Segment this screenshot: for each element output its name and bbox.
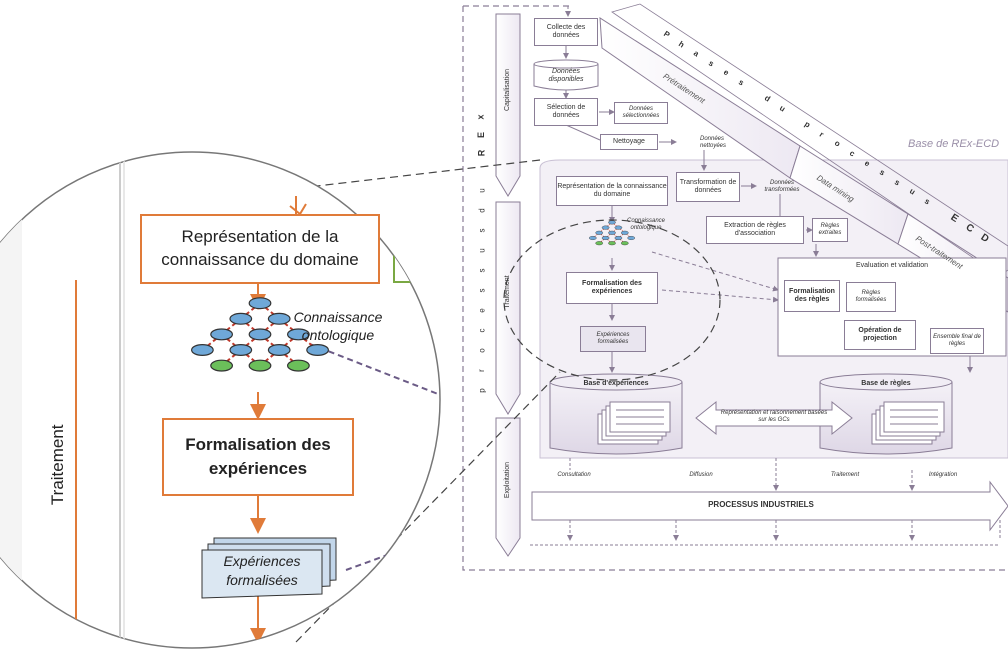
connaissance-ontologique-label: Connaissance ontologique: [626, 218, 666, 231]
base-experiences-label: Base d'expériences: [583, 380, 649, 387]
selection-box: Sélection de données: [534, 98, 598, 126]
proc-letter-5: s: [477, 288, 487, 293]
representation-box: Représentation de la connaissance du dom…: [556, 176, 668, 206]
proc-letter-10: u: [477, 188, 487, 193]
rex-letter-1: E: [476, 131, 487, 139]
ontology-zoom-icon: [190, 297, 330, 372]
proc-letter-9: d: [477, 208, 487, 213]
proc-letter-8: s: [477, 228, 487, 233]
base-rex-label: Base de REx-ECD: [908, 138, 1000, 150]
zoom-representation-text: Représentation de la connaissance du dom…: [161, 227, 359, 269]
regles-document-stack: [871, 401, 945, 445]
transformation-box: Transformation de données: [676, 172, 740, 202]
donnees-disponibles-label: Données disponibles: [548, 68, 584, 84]
base-regles-label: Base de règles: [861, 380, 911, 387]
experiences-formalisees-stack: [201, 537, 337, 599]
rex-letter-2: x: [475, 114, 486, 120]
capitalisation-arrow: [495, 13, 521, 197]
zoom-representation-box: Représentation de la connaissance du dom…: [140, 214, 380, 284]
proc-letter-4: e: [477, 308, 487, 313]
traitement-bottom-label: Traitement: [830, 472, 860, 478]
proc-letter-3: c: [477, 328, 487, 333]
donnees-nettoyees-label: Données nettoyées: [700, 136, 727, 149]
operation-projection-box: Opération de projection: [844, 320, 916, 350]
consultation-label: Consultation: [557, 472, 591, 478]
rex-letter-0: R: [476, 149, 487, 157]
exploitation-label: Exploitation: [503, 461, 511, 499]
proc-letter-2: o: [477, 348, 487, 353]
collecte-box: Collecte des données: [534, 18, 598, 46]
ensemble-final-box: Ensemble final de règles: [930, 328, 984, 354]
regles-extraites-box: Règles extraites: [812, 218, 848, 242]
zoom-formalisation-text: Formalisation des expériences: [185, 435, 331, 478]
donnees-transformees-label: Données transformées: [764, 180, 800, 193]
zoom-source-circle: [503, 219, 721, 381]
outer-dashed-frame: [462, 6, 1005, 571]
donnees-selectionnees-box: Données sélectionnées: [614, 102, 668, 124]
representation-raisonnement-label: Représentation et raisonnement basées su…: [720, 410, 828, 423]
double-arrow: [695, 400, 853, 436]
integration-label: Intégration: [928, 472, 958, 478]
traitement-arrow: [495, 201, 521, 415]
exploitation-arrow: [495, 417, 521, 557]
regles-formalisees-box: Règles formalisées: [846, 282, 896, 312]
zoom-traitement-label: Traitement: [48, 424, 68, 506]
processus-industriels-arrow: [531, 480, 1008, 532]
nettoyage-box: Nettoyage: [600, 134, 658, 150]
experiences-document-stack: [597, 401, 671, 445]
proc-letter-6: s: [477, 268, 487, 273]
zoom-experiences-formalisees: Expériences formalisées: [223, 553, 301, 588]
formalisation-regles-box: Formalisation des règles: [784, 280, 840, 312]
formalisation-experiences-box: Formalisation des expériences: [566, 272, 658, 304]
proc-letter-1: r: [476, 369, 486, 372]
proc-letter-0: p: [477, 388, 487, 393]
proc-letter-7: u: [477, 248, 487, 253]
traitement-label: Traitement: [503, 275, 511, 309]
zoom-formalisation-box: Formalisation des expériences: [162, 418, 354, 496]
zoom-connaissance-ontologique: Connaissance ontologique: [293, 309, 383, 344]
experiences-formalisees-box-small: Expériences formalisées: [580, 326, 646, 352]
ontology-mini-icon: [589, 220, 636, 246]
evaluation-label: Evaluation et validation: [856, 262, 928, 269]
extraction-box: Extraction de règles d'association: [706, 216, 804, 244]
diffusion-label: Diffusion: [689, 472, 713, 478]
processus-industriels-label: PROCESSUS INDUSTRIELS: [708, 500, 814, 509]
capitalisation-label: Capitalisation: [503, 69, 511, 112]
donnees-disponibles-cylinder: [533, 59, 599, 91]
